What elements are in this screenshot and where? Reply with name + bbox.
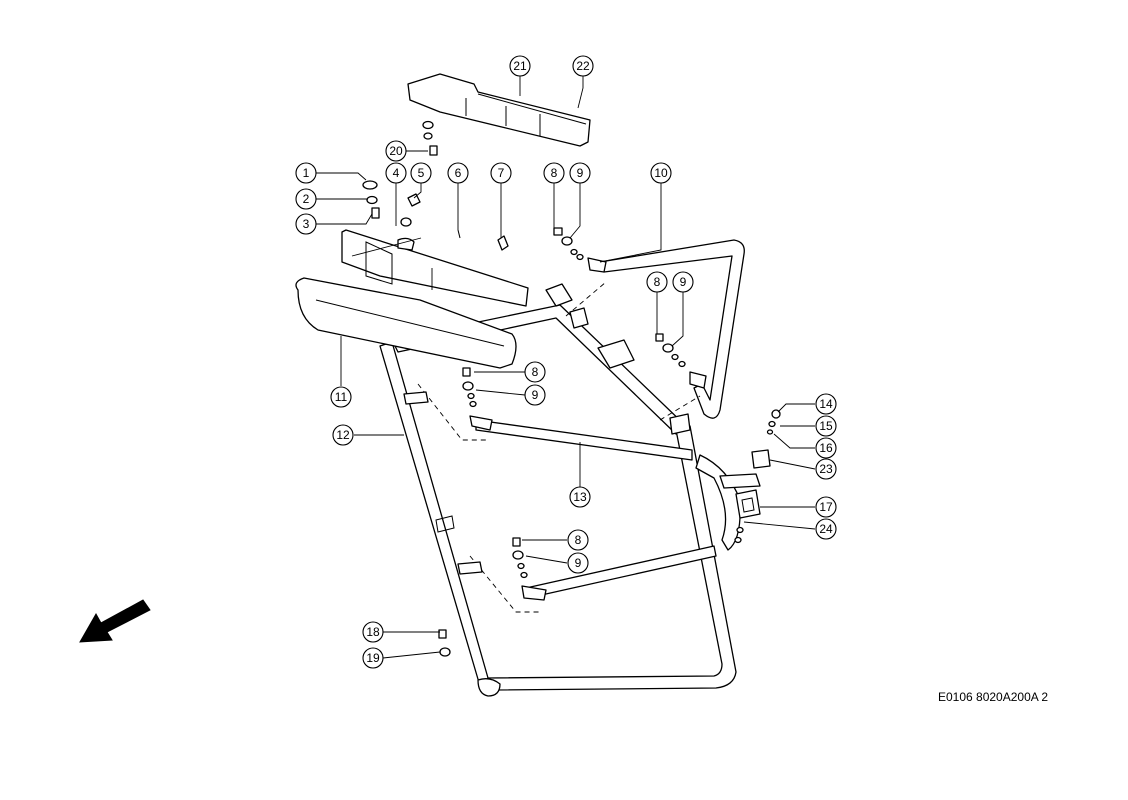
callout-8c: 8 (524, 361, 546, 383)
callout-5: 5 (410, 162, 432, 184)
frame-bracket-c (569, 307, 589, 329)
svg-text:5: 5 (418, 166, 425, 180)
svg-text:21: 21 (513, 59, 527, 73)
callout-22: 22 (572, 55, 594, 77)
svg-text:12: 12 (336, 428, 350, 442)
svg-text:20: 20 (389, 144, 403, 158)
direction-arrow-icon (79, 599, 151, 643)
callout-1: 1 (295, 162, 317, 184)
bar-clamp-upper (403, 391, 429, 405)
svg-text:4: 4 (393, 166, 400, 180)
callout-13: 13 (569, 486, 591, 508)
svg-text:7: 7 (498, 166, 505, 180)
svg-text:22: 22 (576, 59, 590, 73)
callout-8d: 8 (567, 529, 589, 551)
control-panel (341, 229, 529, 307)
drawing-reference-code: E0106 8020A200A 2 (938, 690, 1049, 704)
callout-7: 7 (490, 162, 512, 184)
callout-8b: 8 (646, 271, 668, 293)
cable-clip (735, 489, 761, 519)
svg-text:13: 13 (573, 490, 587, 504)
svg-text:9: 9 (575, 556, 582, 570)
bar-clamp-lower (457, 561, 483, 575)
callout-3: 3 (295, 213, 317, 235)
callout-18: 18 (362, 621, 384, 643)
callout-9a: 9 (569, 162, 591, 184)
svg-text:1: 1 (303, 166, 310, 180)
callout-9c: 9 (524, 384, 546, 406)
callout-24: 24 (815, 518, 837, 540)
top-cover (407, 73, 591, 147)
lower-handle-frame (379, 304, 741, 697)
callout-9b: 9 (672, 271, 694, 293)
frame-bracket-d (669, 413, 691, 435)
callout-6: 6 (447, 162, 469, 184)
callout-10: 10 (650, 162, 672, 184)
svg-text:9: 9 (532, 388, 539, 402)
cross-bar-lower (521, 545, 717, 601)
callout-17: 17 (815, 496, 837, 518)
svg-text:19: 19 (366, 651, 380, 665)
cable-guide-bracket (719, 449, 771, 489)
svg-text:8: 8 (575, 533, 582, 547)
svg-text:10: 10 (654, 166, 668, 180)
frame-bracket-a (545, 283, 573, 307)
callout-4: 4 (385, 162, 407, 184)
svg-text:8: 8 (654, 275, 661, 289)
svg-text:16: 16 (819, 441, 833, 455)
svg-text:23: 23 (819, 462, 833, 476)
svg-text:9: 9 (680, 275, 687, 289)
callout-20: 20 (385, 140, 407, 162)
callout-12: 12 (332, 424, 354, 446)
callout-19: 19 (362, 647, 384, 669)
callout-23: 23 (815, 458, 837, 480)
svg-text:3: 3 (303, 217, 310, 231)
callout-21: 21 (509, 55, 531, 77)
frame-bracket-b (597, 339, 635, 369)
callout-16: 16 (815, 437, 837, 459)
handle-grip (295, 277, 517, 369)
callout-14: 14 (815, 393, 837, 415)
cross-bar-upper (469, 415, 693, 461)
svg-text:9: 9 (577, 166, 584, 180)
top-handle (587, 239, 745, 419)
svg-text:6: 6 (455, 166, 462, 180)
svg-text:11: 11 (335, 390, 348, 404)
svg-text:24: 24 (819, 522, 833, 536)
callout-8a: 8 (543, 162, 565, 184)
callout-15: 15 (815, 415, 837, 437)
svg-text:15: 15 (819, 419, 833, 433)
svg-text:8: 8 (551, 166, 558, 180)
callout-9d: 9 (567, 552, 589, 574)
svg-text:18: 18 (366, 625, 380, 639)
svg-text:17: 17 (819, 500, 833, 514)
leader-lines (316, 76, 816, 659)
callout-11: 11 (330, 386, 352, 408)
svg-text:8: 8 (532, 365, 539, 379)
svg-text:14: 14 (819, 397, 833, 411)
svg-text:2: 2 (303, 192, 310, 206)
callout-2: 2 (295, 188, 317, 210)
